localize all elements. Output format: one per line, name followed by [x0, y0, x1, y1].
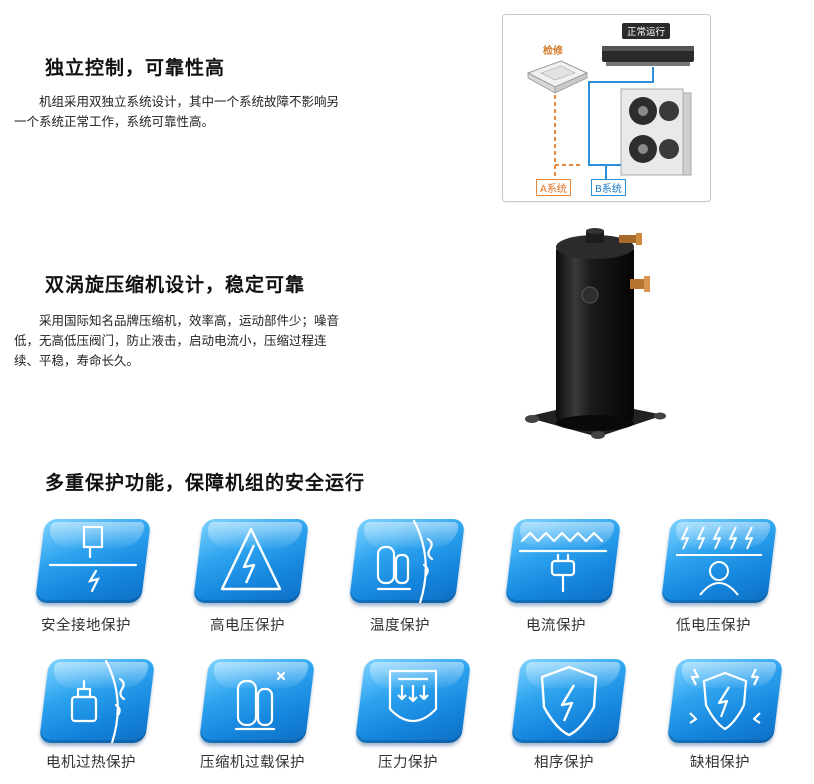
motor-overheat-icon	[38, 659, 156, 743]
high-voltage-icon	[192, 519, 310, 603]
compressor-overload-icon	[198, 659, 316, 743]
temperature-icon	[348, 519, 466, 603]
section-text-independent-control: 机组采用双独立系统设计，其中一个系统故障不影响另 一个系统正常工作，系统可靠性高…	[14, 92, 386, 132]
text-line: 低，无高低压阀门，防止液击，启动电流小，压缩过程连	[14, 333, 327, 348]
phase-sequence-icon	[510, 659, 628, 743]
protection-label: 电机过热保护	[46, 755, 136, 771]
low-voltage-icon	[660, 519, 778, 603]
protection-label: 低电压保护	[676, 618, 751, 634]
protection-label: 缺相保护	[690, 755, 750, 771]
protection-label: 压缩机过载保护	[200, 755, 305, 771]
current-icon	[504, 519, 622, 603]
protection-label: 电流保护	[526, 618, 586, 634]
protection-label: 安全接地保护	[41, 618, 131, 634]
protection-label: 温度保护	[370, 618, 430, 634]
section-title-protection: 多重保护功能，保障机组的安全运行	[45, 472, 366, 494]
text-line: 一个系统正常工作，系统可靠性高。	[14, 114, 215, 129]
scroll-compressor-image	[524, 225, 666, 445]
phase-loss-icon	[666, 659, 784, 743]
protection-label: 相序保护	[534, 755, 594, 771]
system-a-label: A系统	[536, 179, 571, 196]
dual-system-diagram: 正常运行 检修 A系统 B系统	[502, 14, 711, 202]
grounding-icon	[34, 519, 152, 603]
text-line: 续、平稳，寿命长久。	[14, 353, 140, 368]
protection-label: 压力保护	[378, 755, 438, 771]
normal-operation-label: 正常运行	[622, 23, 671, 39]
text-line: 采用国际知名品牌压缩机，效率高，运动部件少；噪音	[14, 313, 340, 328]
text-line: 机组采用双独立系统设计，其中一个系统故障不影响另	[14, 94, 340, 109]
section-text-scroll-compressor: 采用国际知名品牌压缩机，效率高，运动部件少；噪音 低，无高低压阀门，防止液击，启…	[14, 311, 386, 371]
section-title-scroll-compressor: 双涡旋压缩机设计，稳定可靠	[45, 274, 306, 296]
pressure-icon	[354, 659, 472, 743]
section-title-independent-control: 独立控制，可靠性高	[45, 57, 226, 79]
protection-label: 高电压保护	[210, 618, 285, 634]
repair-label: 检修	[543, 46, 563, 57]
system-b-label: B系统	[591, 179, 626, 196]
